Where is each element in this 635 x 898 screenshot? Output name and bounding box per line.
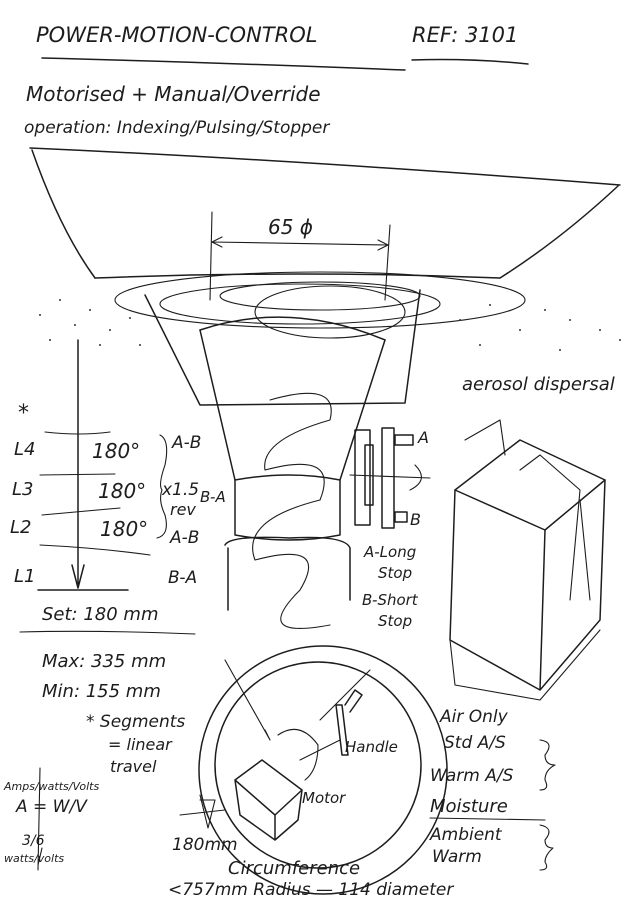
- ratio-units: watts/volts: [4, 852, 64, 865]
- stop-b-label: B: [410, 510, 421, 529]
- motor-label: Motor: [302, 789, 346, 807]
- sequence-3: A-B: [169, 528, 199, 548]
- aerosol-label: aerosol dispersal: [462, 374, 615, 395]
- max-length: Max: 335 mm: [42, 651, 166, 672]
- operation-line: operation: Indexing/Pulsing/Stopper: [24, 118, 330, 138]
- plan-view: Handle Motor 180mm Circumference <757mm …: [168, 645, 454, 898]
- circumference-label: Circumference: [228, 858, 360, 879]
- min-length: Min: 155 mm: [42, 681, 161, 702]
- mode-std: Std A/S: [444, 733, 506, 753]
- level-l2: L2: [10, 517, 31, 538]
- level-l3: L3: [12, 479, 33, 500]
- formula-heading: Amps/watts/Volts: [3, 780, 99, 793]
- sequence-4: B-A: [168, 568, 197, 588]
- mode-air-only: Air Only: [439, 707, 509, 727]
- stop-b-desc: B-Short: [362, 591, 419, 609]
- radius-label: <757mm Radius — 114 diameter: [168, 880, 454, 898]
- moisture-underline: [429, 817, 546, 821]
- mode-moisture: Moisture: [430, 796, 508, 817]
- ratio: 3/6: [22, 833, 45, 849]
- rev-label: rev: [170, 500, 196, 519]
- hopper-drawing: [144, 289, 421, 629]
- diameter-label: 65 ϕ: [268, 215, 313, 239]
- formula: A = W/V: [15, 797, 88, 817]
- ref-underline: [411, 58, 529, 65]
- angle-l2: 180°: [100, 517, 148, 541]
- subtitle: Motorised + Manual/Override: [26, 82, 321, 106]
- set-label: Set: 180 mm: [42, 604, 159, 625]
- multiplier: x1.5: [161, 480, 199, 500]
- ref-number: REF: 3101: [412, 23, 518, 47]
- angle-l3: 180°: [98, 479, 146, 503]
- diameter-arrow: [211, 236, 389, 251]
- sequence-2: B-A: [200, 488, 226, 506]
- title-underline: [41, 57, 406, 71]
- mode-list: Air Only Std A/S Warm A/S Moisture Ambie…: [429, 707, 556, 871]
- stop-a-desc: A-Long: [363, 543, 416, 561]
- handle-label: Handle: [345, 738, 398, 756]
- linear-note: = linear: [108, 735, 173, 754]
- funnel-drawing: 65 ϕ aerosol dispersal: [29, 147, 621, 395]
- asterisk: *: [18, 401, 29, 426]
- level-l1: L1: [14, 566, 35, 587]
- mode-warm-2: Warm: [432, 847, 482, 867]
- box-drawing: [449, 419, 606, 701]
- level-l4: L4: [14, 439, 35, 460]
- mode-warm: Warm A/S: [430, 766, 514, 786]
- dimension-180: 180mm: [172, 835, 238, 855]
- sequence-1: A-B: [171, 433, 201, 453]
- level-diagram: * L4 L3 L2 L1 180° 180° 180° A-B B-A A-B…: [10, 339, 226, 635]
- travel-note: travel: [110, 757, 157, 776]
- segments-note: * Segments: [86, 712, 185, 732]
- stop-a-desc-2: Stop: [378, 564, 412, 582]
- stop-mechanism: [349, 427, 431, 529]
- mode-ambient: Ambient: [429, 825, 503, 845]
- title: POWER-MOTION-CONTROL: [36, 23, 317, 47]
- angle-l4: 180°: [92, 439, 140, 463]
- stop-b-desc-2: Stop: [378, 612, 412, 630]
- stop-a-label: A: [417, 428, 429, 447]
